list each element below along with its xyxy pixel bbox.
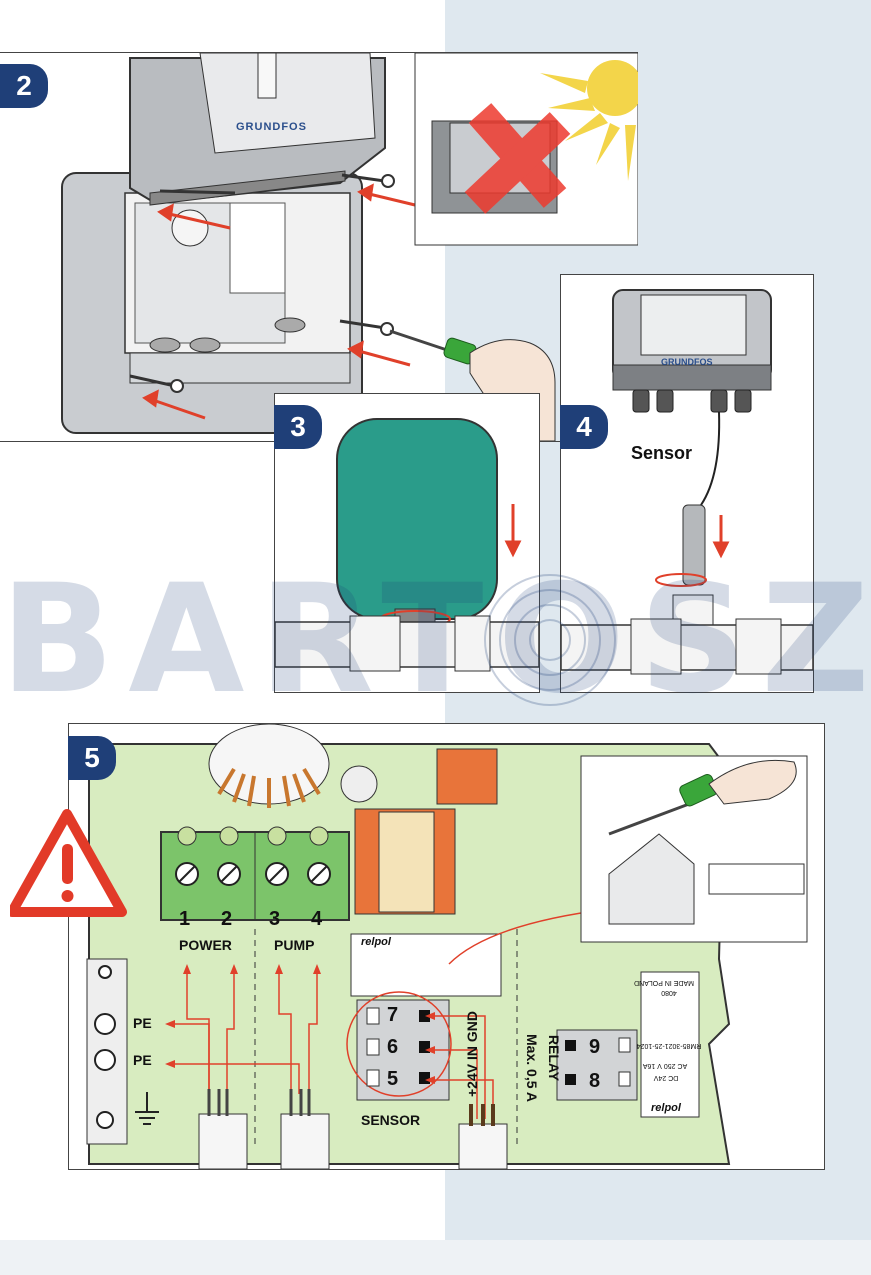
pe-label-top: PE xyxy=(133,1015,152,1031)
relay-model: RM85-3021-25-1024 xyxy=(636,1042,702,1049)
controller-open-illustration xyxy=(61,53,638,441)
relay-ac: AC 250 V 16A xyxy=(642,1062,688,1069)
expansion-tank-illustration xyxy=(275,418,539,672)
sensor-block-label: SENSOR xyxy=(361,1112,421,1128)
step4-panel: GRUNDFOS Sensor xyxy=(560,274,814,693)
terminal-1: 1 xyxy=(179,908,191,930)
step5-panel: 1 2 3 4 POWER PUMP PE PE relpol relpol 7… xyxy=(68,723,825,1170)
grundfos-logo-small: GRUNDFOS xyxy=(661,357,713,367)
sensor-terminal-5: 5 xyxy=(387,1068,399,1090)
sensor-label: Sensor xyxy=(631,443,693,463)
relay-max-label: Max. 0,5 A xyxy=(524,1034,540,1102)
pe-label-bottom: PE xyxy=(133,1052,152,1068)
relay-dc: DC 24V xyxy=(653,1074,679,1081)
warning-icon xyxy=(10,809,127,917)
sensor-install-illustration xyxy=(561,289,813,675)
step3-panel xyxy=(274,393,540,693)
sensor-wires-label: +24V IN GND xyxy=(464,1011,480,1097)
step3-badge: 3 xyxy=(274,405,322,449)
pump-label: PUMP xyxy=(274,937,315,953)
relpol-logo-center: relpol xyxy=(361,936,391,948)
terminal-2: 2 xyxy=(221,908,233,930)
relay-code: 4080 xyxy=(661,989,677,996)
pcb-wiring-diagram xyxy=(86,724,808,1169)
grundfos-logo: GRUNDFOS xyxy=(236,121,307,133)
step2-panel: GRUNDFOS xyxy=(0,52,638,442)
step5-badge: 5 xyxy=(68,736,116,780)
step4-badge: 4 xyxy=(560,405,608,449)
relay-label: RELAY xyxy=(546,1034,562,1082)
step2-badge: 2 xyxy=(0,64,48,108)
sensor-terminal-6: 6 xyxy=(387,1036,399,1058)
terminal-4: 4 xyxy=(311,908,323,930)
sensor-terminal-7: 7 xyxy=(387,1004,399,1026)
relay-terminal-9: 9 xyxy=(589,1036,601,1058)
relay-terminal-8: 8 xyxy=(589,1070,601,1092)
relpol-logo-right: relpol xyxy=(651,1102,681,1114)
power-label: POWER xyxy=(179,937,232,953)
relay-made: MADE IN POLAND xyxy=(634,979,694,986)
terminal-3: 3 xyxy=(269,908,281,930)
background-bottom xyxy=(0,1240,871,1275)
